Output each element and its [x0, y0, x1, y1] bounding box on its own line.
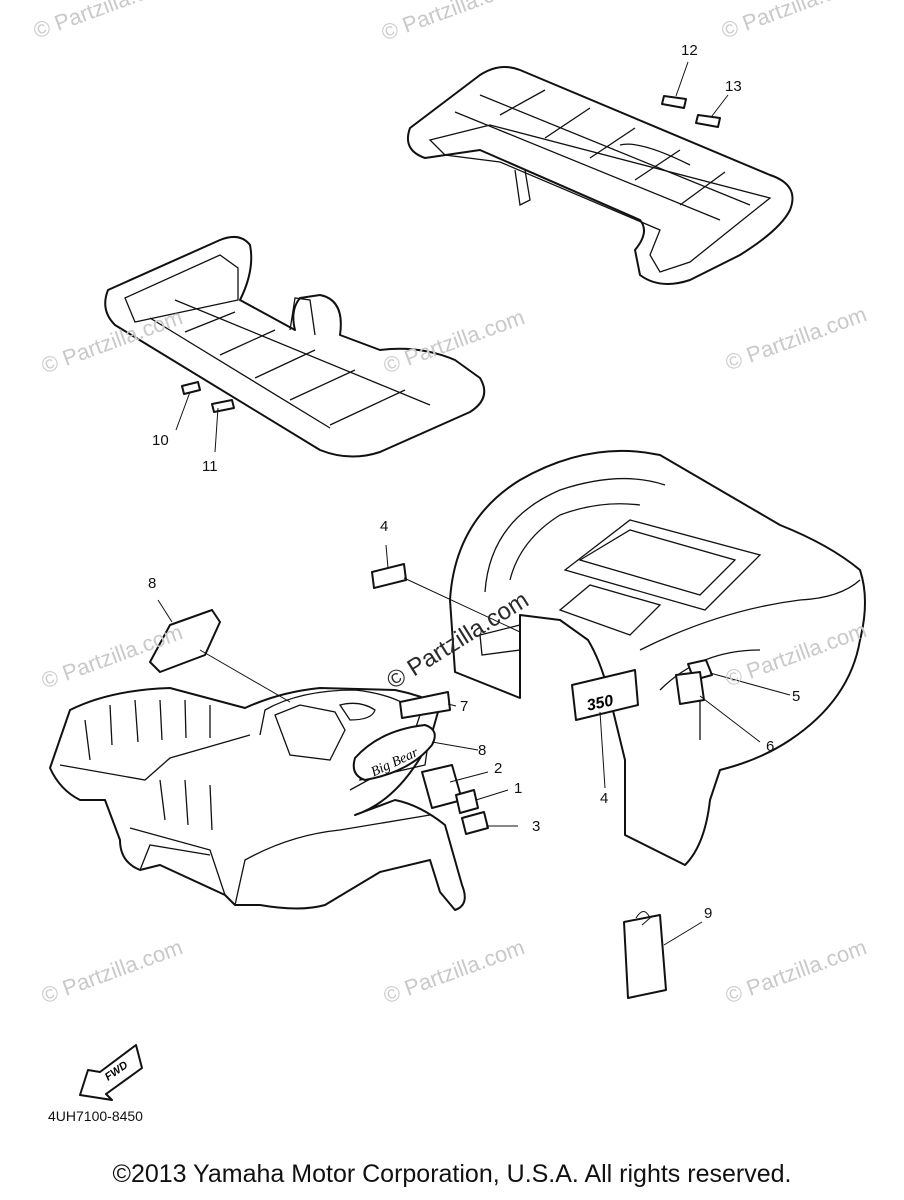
front-fender[interactable] — [49, 687, 466, 911]
callout-9[interactable]: 9 — [704, 905, 713, 922]
callout-7[interactable]: 7 — [460, 698, 469, 715]
decal-3[interactable] — [461, 811, 489, 835]
callout-2[interactable]: 2 — [494, 760, 503, 777]
callout-4[interactable]: 4 — [380, 518, 389, 535]
diagram-code: 4UH7100-8450 — [48, 1108, 143, 1124]
decal-4-350-plate[interactable] — [571, 669, 639, 721]
decal-8-top[interactable] — [149, 609, 221, 673]
decal-7[interactable] — [399, 691, 451, 719]
decal-13[interactable] — [695, 114, 721, 128]
callout-8[interactable]: 8 — [478, 742, 487, 759]
decal-4-top[interactable] — [371, 563, 407, 589]
decal-10[interactable] — [181, 381, 201, 395]
callout-11[interactable]: 11 — [202, 458, 218, 475]
decal-8-bigbear[interactable] — [352, 724, 436, 781]
callout-13[interactable]: 13 — [725, 78, 742, 95]
decal-12[interactable] — [661, 95, 687, 109]
front-carrier[interactable] — [104, 235, 486, 458]
decal-1[interactable] — [455, 789, 479, 814]
callout-10[interactable]: 10 — [152, 432, 169, 449]
decal-11[interactable] — [211, 399, 235, 413]
decal-6[interactable] — [675, 671, 705, 705]
callout-8[interactable]: 8 — [148, 575, 157, 592]
decal-9-tag[interactable] — [623, 914, 667, 999]
leader-lines — [157, 61, 791, 946]
fwd-arrow-icon: FWD — [79, 1044, 143, 1101]
copyright-notice: ©2013 Yamaha Motor Corporation, U.S.A. A… — [112, 1160, 792, 1188]
callout-3[interactable]: 3 — [532, 818, 541, 835]
callout-4[interactable]: 4 — [600, 790, 609, 807]
callout-5[interactable]: 5 — [792, 688, 801, 705]
callout-6[interactable]: 6 — [766, 738, 775, 755]
callout-1[interactable]: 1 — [514, 780, 523, 797]
decal-2[interactable] — [421, 764, 463, 809]
callout-12[interactable]: 12 — [681, 42, 698, 59]
rear-fender[interactable] — [449, 449, 866, 866]
rear-carrier[interactable] — [406, 65, 794, 285]
decal-350-text: 350 — [585, 692, 615, 714]
